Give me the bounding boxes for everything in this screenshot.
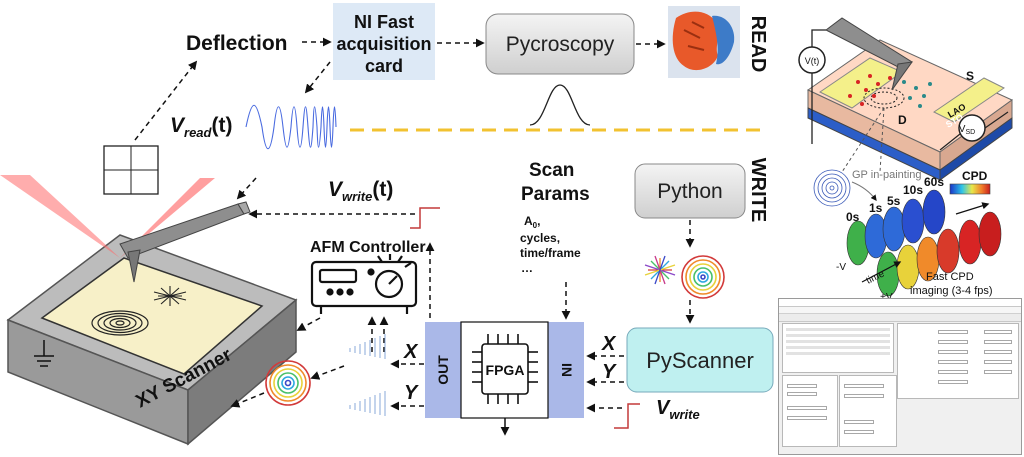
chip-icon: [472, 334, 538, 404]
device-d-label: D: [898, 113, 907, 127]
device-s-label: S: [966, 69, 974, 83]
fpga-label: FPGA: [486, 362, 525, 378]
v-read-label: Vread(t): [170, 114, 232, 140]
v-write-step-signal: [410, 207, 440, 229]
python-box: Python: [634, 163, 746, 219]
arrow-detector-to-deflection: [134, 60, 198, 141]
v-read-waveform: [245, 104, 337, 150]
time-1s: 1s: [869, 201, 883, 215]
xy-scanner: XY Scanner: [6, 234, 298, 446]
fpga-block: OUT IN FPGA: [425, 321, 584, 419]
pycroscopy-result-image: [668, 6, 740, 78]
pycroscopy-box: Pycroscopy: [485, 13, 635, 75]
device-vt-label: V(t): [805, 56, 820, 66]
spiral-pattern-colored: [681, 255, 725, 299]
afm-controller-label: AFM Controller: [310, 239, 426, 256]
v-write-bottom-label: Vwrite: [656, 397, 700, 422]
settings-panel-mid: [839, 375, 897, 447]
window-menu-bar: [779, 307, 1021, 314]
photodetector: [103, 145, 159, 195]
colored-spiral-left: [265, 360, 311, 406]
scan-cycles: cycles,: [520, 231, 560, 245]
minus-v-label: -V: [836, 262, 846, 273]
star-spiral-pattern: [153, 286, 187, 306]
v-write-bottom-signal: [614, 403, 640, 429]
cantilever: [119, 201, 251, 283]
gaussian-curve: [529, 84, 591, 126]
window-title-bar: [779, 299, 1021, 307]
ni-card-line1: NI Fast: [354, 12, 414, 32]
write-label: WRITE: [747, 158, 769, 222]
fast-cpd-line1: Fast CPD: [926, 271, 974, 283]
concentric-spiral-pattern: [91, 310, 149, 336]
pyscanner-box: PyScanner: [626, 327, 774, 393]
x-ramp-signal-left: [349, 334, 386, 359]
ni-card-line2: acquisition: [336, 34, 431, 54]
ground-icon: [34, 340, 54, 367]
fast-cpd-line2: imaging (3-4 fps): [910, 285, 993, 297]
ni-acquisition-card: NI Fast acquisition card: [333, 3, 435, 80]
arrow-afm-to-scanner: [296, 317, 321, 331]
cpd-colorbar: [949, 183, 991, 195]
y-left-label: Y: [404, 382, 419, 404]
scan-params-line2: Params: [521, 184, 590, 205]
settings-panel-right: [897, 323, 1019, 399]
scan-ellipsis: …: [521, 261, 533, 275]
cpd-imaging-panel: GP in-painting CPD 0s 1s 5s 10s 60s -V t…: [813, 169, 1002, 303]
x-left-label: X: [403, 341, 419, 363]
scan-time-frame: time/frame: [520, 246, 581, 260]
time-5s: 5s: [887, 194, 901, 208]
deflection-label: Deflection: [186, 32, 288, 55]
pycroscopy-label: Pycroscopy: [506, 33, 615, 56]
device-schematic: V(t) S D LAO STO VSD: [798, 17, 1013, 181]
time-60s: 60s: [924, 175, 944, 189]
arrow-vread-to-cantilever: [236, 177, 257, 200]
star-pattern-colored: [644, 255, 676, 285]
fpga-out-label: OUT: [435, 355, 451, 385]
pyscanner-software-screenshot: [778, 298, 1022, 455]
arrow-to-spiral-left: [310, 365, 345, 380]
window-tab-strip: [779, 314, 1021, 322]
gp-spiral-gray: [813, 169, 851, 207]
ni-card-line3: card: [365, 56, 403, 76]
time-10s: 10s: [903, 183, 923, 197]
python-label: Python: [657, 180, 722, 203]
x-right-label: X: [601, 333, 617, 355]
settings-panel-top: [782, 323, 894, 373]
scan-params-line1: Scan: [529, 160, 574, 181]
pyscanner-label: PyScanner: [646, 348, 754, 373]
arrow-ni-to-vread: [304, 61, 331, 94]
fpga-in-label: IN: [559, 363, 575, 377]
v-write-label: Vwrite(t): [328, 178, 393, 204]
time-0s: 0s: [846, 210, 860, 224]
cpd-disks-top: [846, 189, 946, 266]
device-vsd-label: VSD: [959, 124, 975, 136]
y-right-label: Y: [602, 361, 617, 383]
cpd-label: CPD: [962, 169, 988, 183]
plus-v-label: +V: [880, 292, 893, 303]
settings-panel-left: [782, 375, 838, 447]
y-ramp-signal-left: [349, 391, 386, 416]
read-label: READ: [747, 16, 769, 73]
arrow-spiral-to-scanner: [230, 392, 265, 408]
afm-controller-icon: [310, 254, 418, 314]
scan-a0: A0,: [524, 214, 540, 230]
gp-label: GP in-painting: [852, 169, 922, 181]
